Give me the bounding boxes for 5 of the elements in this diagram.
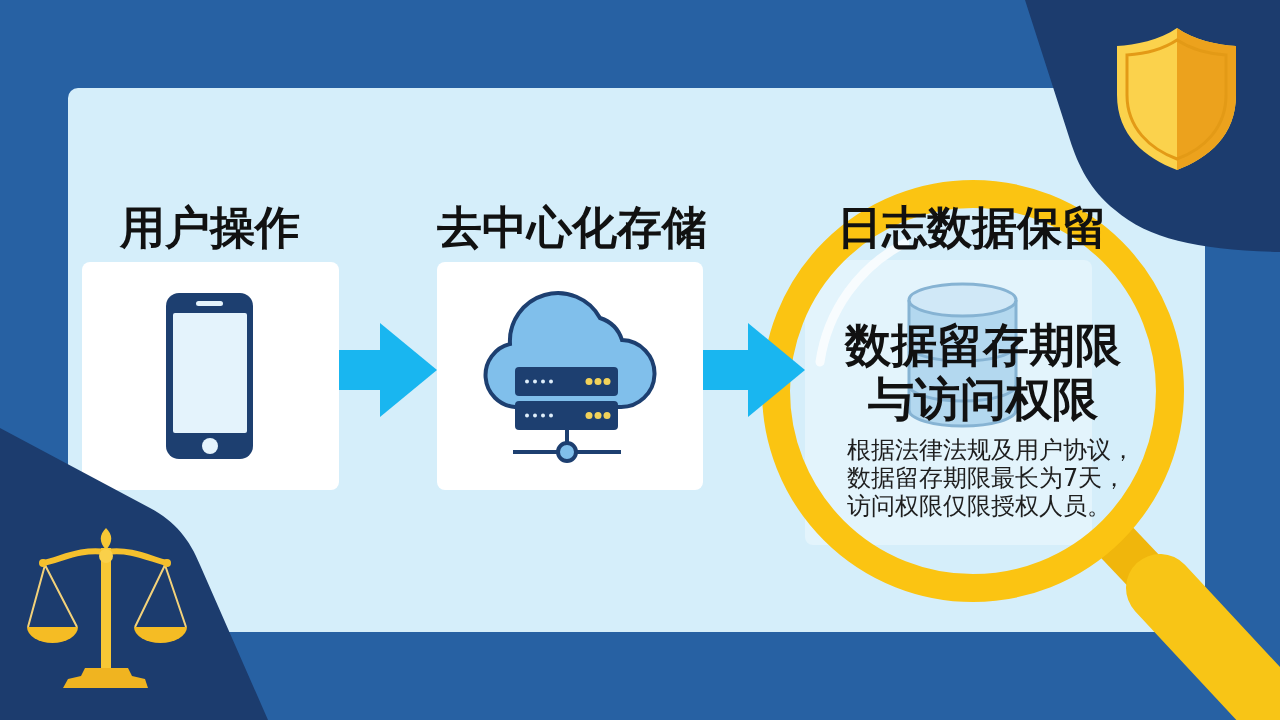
subheading: 数据留存期限与访问权限 [843,318,1122,426]
description-text: 根据法律法规及用户协议，数据留存期限最长为7天，访问权限仅限授权人员。 [847,436,1136,520]
step-heading: 用户操作 [120,203,300,253]
arrow [339,323,437,417]
step-heading: 去中心化存储 [437,203,707,253]
